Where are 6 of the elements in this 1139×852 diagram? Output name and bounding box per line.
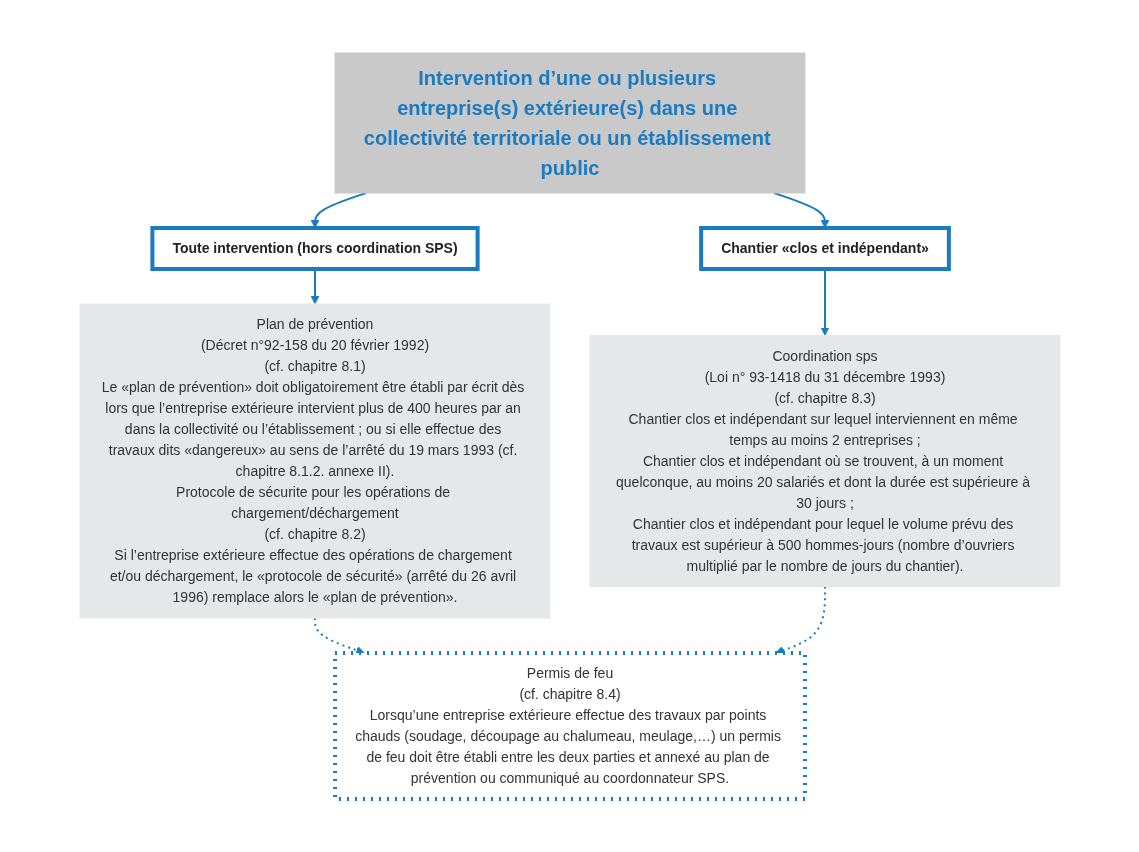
node-box: Coordination sps (Loi n° 93-1418 du 31 décembre 1993) (cf. chapitre 8.3) Chantier clos et indépendant sur lequel interviennent en même temps au moins 2 entreprises ; Chantier clos et indépendant où se trouvent, à un moment quelconque, au moins 20 salariés et dont la durée est supérieure à 30 jours ; Chantier clos et indépendant pour lequel le volume prévu des travaux est supérieur à 500 hommes-jours (nombre d’ouvriers multiplié par le nombre de jours du chantier).	[589, 335, 1060, 587]
node-box: Chantier «clos et indépendant»	[698, 226, 951, 271]
node-box: Toute intervention (hors coordination SPS)	[149, 226, 480, 271]
node-box: Plan de prévention (Décret n°92-158 du 20 février 1992) (cf. chapitre 8.1) Le «plan de prévention» doit obligatoirement être établi par écrit dès lors que l’entreprise extérieure intervient plus de 400 heures par an dans la collectivité ou l’établissement ; ou si elle effectue des travaux dits «dangereux» au sens de l’arrêté du 19 mars 1993 (cf. chapitre 8.1.2. annexe II). Protocole de sécurite pour les opérations de chargement/déchargement (cf. chapitre 8.2) Si l’entreprise extérieure effectue des opérations de chargement et/ou déchargement, le «protocole de sécurité» (arrêté du 26 avril 1996) remplace alors le «plan de prévention».	[79, 303, 550, 619]
arrow	[313, 617, 365, 655]
node-box: Intervention d’une ou plusieurs entreprise(s) extérieure(s) dans une collectivité territoriale ou un établissement public	[334, 52, 805, 194]
